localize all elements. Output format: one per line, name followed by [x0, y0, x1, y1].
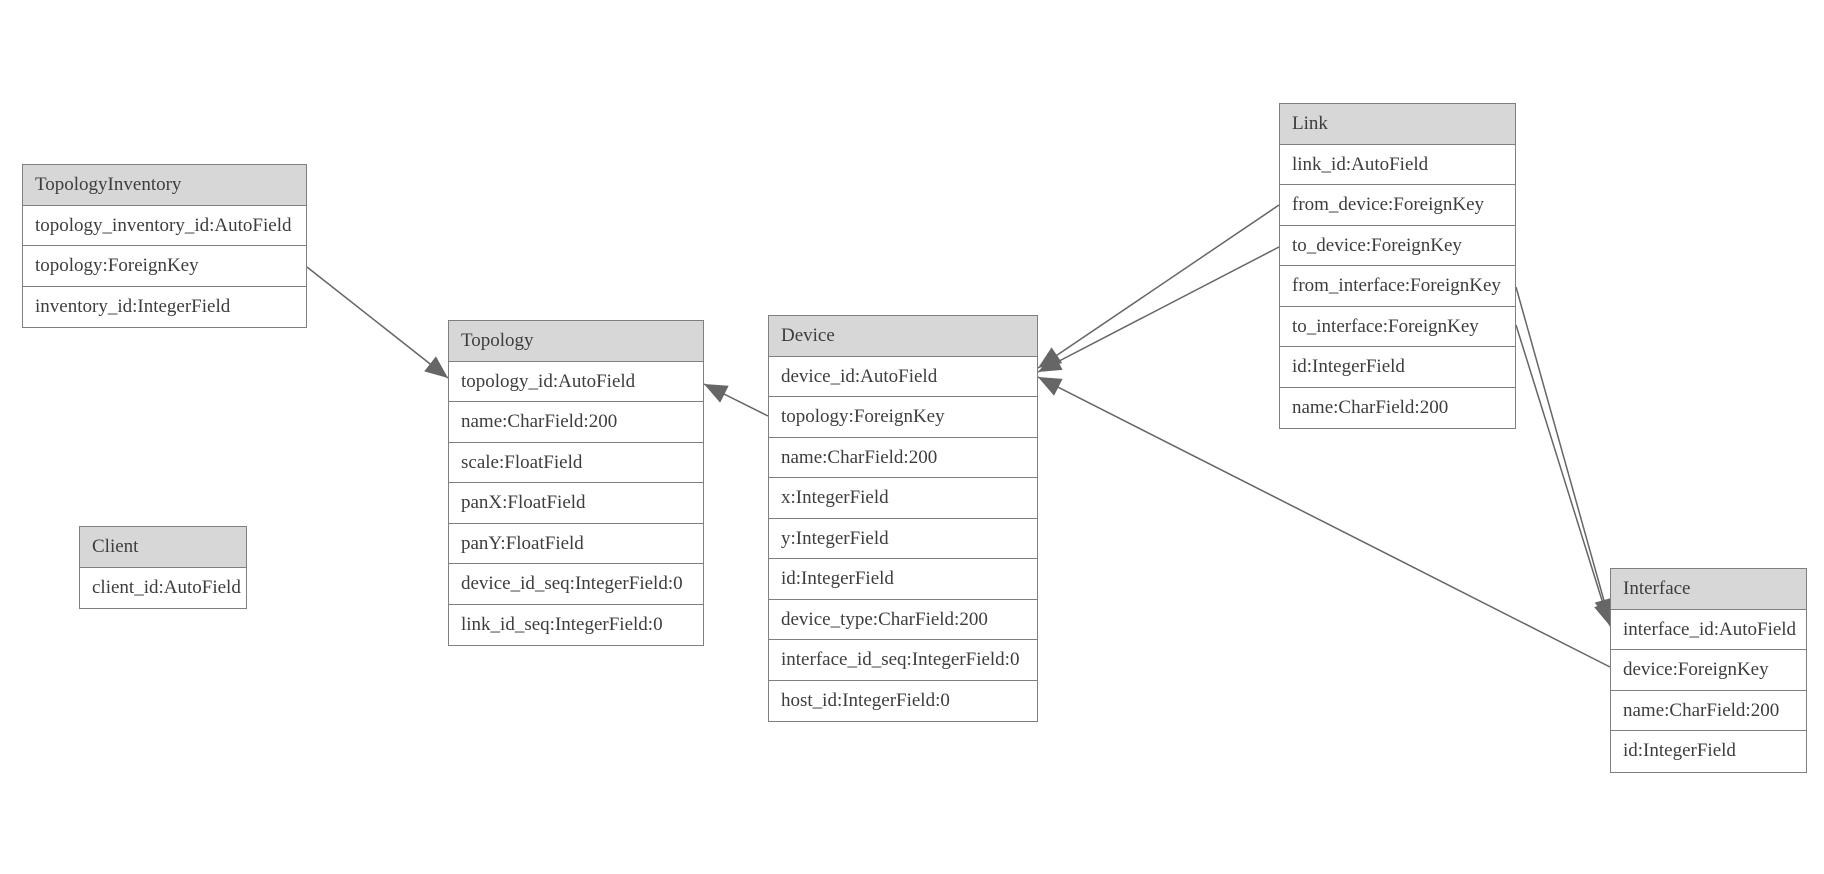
- field-row: scale:FloatField: [449, 443, 703, 483]
- field-row: device_id:AutoField: [769, 357, 1037, 397]
- table-title-device: Device: [769, 316, 1037, 357]
- relation-line-link-to-interface-to-interface: [1515, 324, 1613, 627]
- field-row: from_interface:ForeignKey: [1280, 266, 1515, 307]
- relation-line-interface-device-to-device: [1037, 376, 1611, 668]
- table-title-client: Client: [80, 527, 246, 568]
- relation-line-topology-inventory-topology-to-topology: [306, 266, 449, 379]
- field-row: name:CharField:200: [769, 438, 1037, 478]
- relation-line-link-to-device-to-device: [1037, 246, 1280, 373]
- field-row: from_device:ForeignKey: [1280, 185, 1515, 226]
- field-row: id:IntegerField: [769, 559, 1037, 600]
- relation-line-link-from-device-to-device: [1037, 204, 1280, 369]
- field-row: name:CharField:200: [449, 402, 703, 443]
- table-title-topology: Topology: [449, 321, 703, 362]
- field-row: name:CharField:200: [1611, 691, 1806, 731]
- table-title-topology-inventory: TopologyInventory: [23, 165, 306, 206]
- field-row: link_id_seq:IntegerField:0: [461, 613, 663, 635]
- field-row: device_type:CharField:200: [769, 600, 1037, 640]
- entity-table-client: Client client_id:AutoField: [79, 526, 247, 609]
- field-row: x:IntegerField: [769, 478, 1037, 519]
- relation-line-link-from-interface-to-interface: [1515, 286, 1613, 623]
- field-row: to_interface:ForeignKey: [1280, 307, 1515, 347]
- field-row: topology_id:AutoField: [449, 362, 703, 402]
- table-title-link: Link: [1280, 104, 1515, 145]
- field-row: panX:FloatField: [449, 483, 703, 524]
- table-title-interface: Interface: [1611, 569, 1806, 610]
- field-row: topology:ForeignKey: [23, 246, 306, 287]
- field-row: device:ForeignKey: [1611, 650, 1806, 691]
- field-row: to_device:ForeignKey: [1280, 226, 1515, 266]
- relation-line-device-topology-to-topology: [703, 383, 769, 417]
- field-row: topology_inventory_id:AutoField: [23, 206, 306, 246]
- field-row: topology:ForeignKey: [769, 397, 1037, 438]
- field-row: inventory_id:IntegerField: [35, 295, 231, 317]
- field-row: host_id:IntegerField:0: [781, 689, 950, 711]
- field-row: device_id_seq:IntegerField:0: [449, 564, 703, 605]
- field-row: name:CharField:200: [1292, 396, 1449, 418]
- field-row: interface_id:AutoField: [1611, 610, 1806, 650]
- field-row: y:IntegerField: [769, 519, 1037, 559]
- field-row: id:IntegerField: [1280, 347, 1515, 388]
- field-row: client_id:AutoField: [92, 576, 241, 598]
- field-row: id:IntegerField: [1623, 740, 1736, 761]
- field-row: interface_id_seq:IntegerField:0: [769, 640, 1037, 681]
- field-row: link_id:AutoField: [1280, 145, 1515, 185]
- field-row: panY:FloatField: [449, 524, 703, 564]
